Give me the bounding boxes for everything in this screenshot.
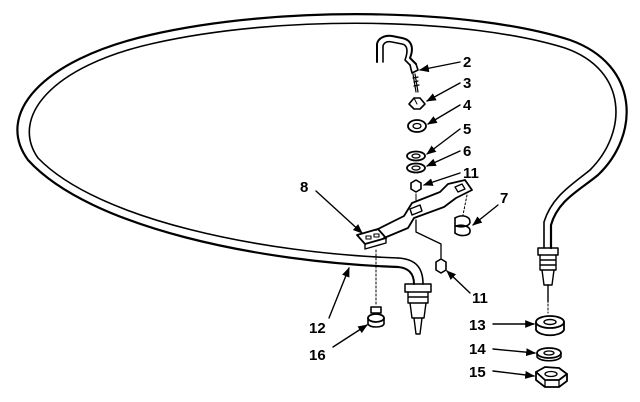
callout-16: 16 xyxy=(309,347,326,364)
heating-element xyxy=(16,13,628,285)
part-7-spring-clip xyxy=(454,215,471,237)
part-3-nut xyxy=(408,97,426,110)
callout-3: 3 xyxy=(463,75,471,92)
terminal-nut-13 xyxy=(535,315,565,337)
callout-14: 14 xyxy=(469,341,486,358)
part-4-grommet xyxy=(407,119,427,133)
part-5-washer xyxy=(406,150,426,162)
callout-8: 8 xyxy=(300,179,308,196)
callout-labels: 2 3 4 5 6 11 7 8 11 12 16 13 14 15 xyxy=(300,54,508,381)
part-16-fastener xyxy=(367,306,385,328)
thermostat-wire xyxy=(376,34,420,93)
callout-2: 2 xyxy=(463,54,471,71)
callout-15: 15 xyxy=(469,364,486,381)
callout-12: 12 xyxy=(309,320,326,337)
hex-nut-15 xyxy=(535,366,568,388)
right-terminal xyxy=(535,247,568,388)
part-11-lower-nut xyxy=(435,258,447,274)
callout-11-lower: 11 xyxy=(472,290,488,307)
callout-13: 13 xyxy=(469,317,486,334)
callout-5: 5 xyxy=(463,121,471,138)
callout-6: 6 xyxy=(463,143,471,160)
washer-14 xyxy=(536,347,562,362)
callout-11-upper: 11 xyxy=(463,165,479,182)
part-11-upper-nut xyxy=(410,179,422,193)
part-6-washer xyxy=(406,162,426,174)
leader-lines xyxy=(315,61,536,379)
callout-7: 7 xyxy=(500,190,508,207)
callout-4: 4 xyxy=(463,97,472,114)
left-terminal xyxy=(404,283,432,335)
mounting-bracket xyxy=(356,179,473,306)
